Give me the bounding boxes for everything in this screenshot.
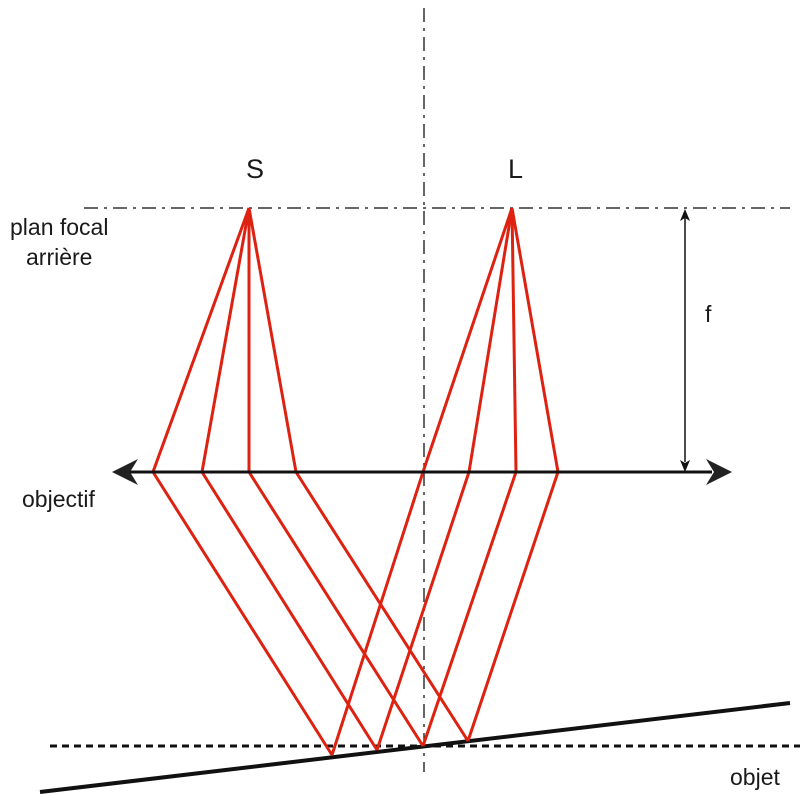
object-surface	[39, 701, 791, 794]
objective-left-arrowhead	[112, 459, 138, 485]
label-lens: L	[508, 154, 523, 184]
label-objective: objectif	[22, 486, 95, 512]
label-focal-plane-line2: arrière	[26, 244, 92, 270]
focal-length-bottom-arrowhead	[680, 460, 690, 472]
objective-lens	[112, 459, 732, 485]
ray-s-1	[151, 207, 334, 756]
ray-s-2	[200, 207, 379, 751]
ray-s-4	[247, 207, 470, 742]
rays-from-l	[330, 207, 560, 756]
focal-length-top-arrowhead	[680, 209, 690, 221]
focal-length-arrow	[680, 209, 690, 472]
label-focal-length: f	[705, 301, 712, 327]
label-focal-plane-line1: plan focal	[10, 214, 108, 240]
label-source: S	[246, 154, 264, 184]
ray-l-3	[421, 207, 518, 747]
label-object: objet	[730, 764, 780, 790]
ray-l-1	[330, 207, 514, 756]
objective-right-arrowhead	[706, 459, 732, 485]
